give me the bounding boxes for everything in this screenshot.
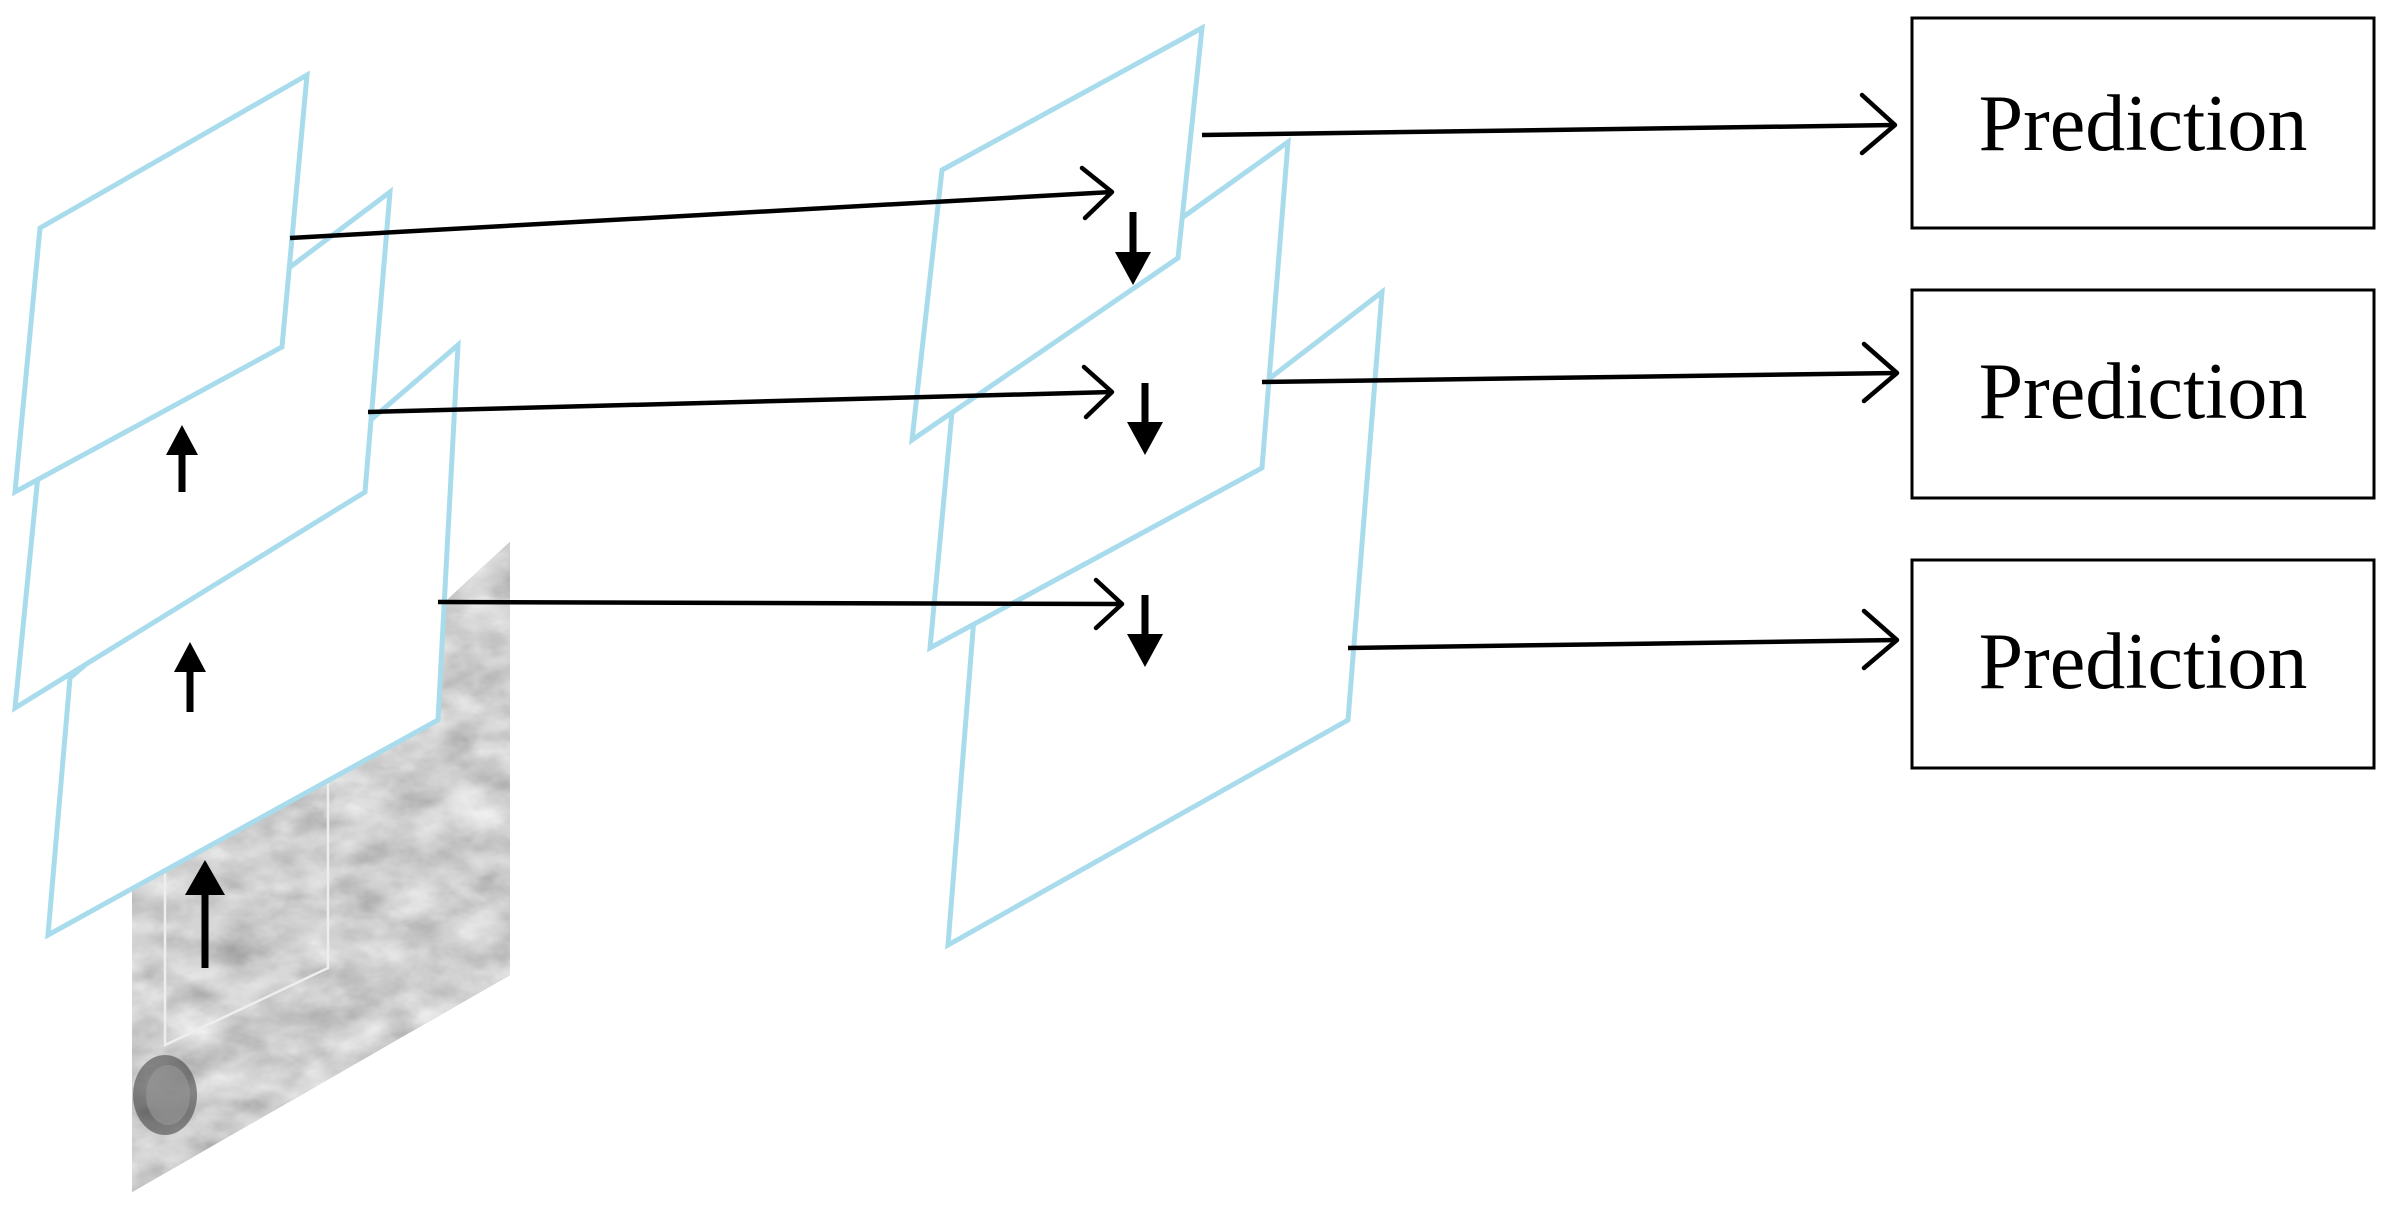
top-down-level-3-plane: [908, 23, 1205, 446]
lateral-connection-bottom: [437, 577, 1125, 631]
top-down-arrow-2: [1127, 383, 1163, 455]
lateral-connection-top: [289, 165, 1115, 241]
prediction-box-middle: Prediction: [1910, 288, 2376, 500]
top-down-arrow-3: [1127, 595, 1163, 667]
output-arrow-middle: [1261, 341, 1900, 404]
top-down-arrow-1: [1115, 212, 1151, 285]
bottom-up-arrow-1: [185, 860, 225, 968]
bottom-up-pyramid: [12, 70, 461, 940]
bottom-up-level-3-plane: [12, 70, 310, 497]
bottom-up-arrow-2: [174, 642, 206, 712]
prediction-label-bottom: Prediction: [1979, 618, 2308, 706]
top-down-pyramid: [908, 23, 1385, 950]
prediction-box-bottom: Prediction: [1910, 558, 2376, 770]
output-arrow-top: [1201, 92, 1898, 156]
bottom-up-arrow-3: [166, 425, 198, 492]
lateral-connection-middle: [367, 364, 1115, 420]
prediction-label-top: Prediction: [1979, 80, 2308, 168]
prediction-box-top: Prediction: [1910, 16, 2376, 230]
output-arrow-bottom: [1347, 608, 1900, 671]
prediction-label-middle: Prediction: [1979, 348, 2308, 436]
